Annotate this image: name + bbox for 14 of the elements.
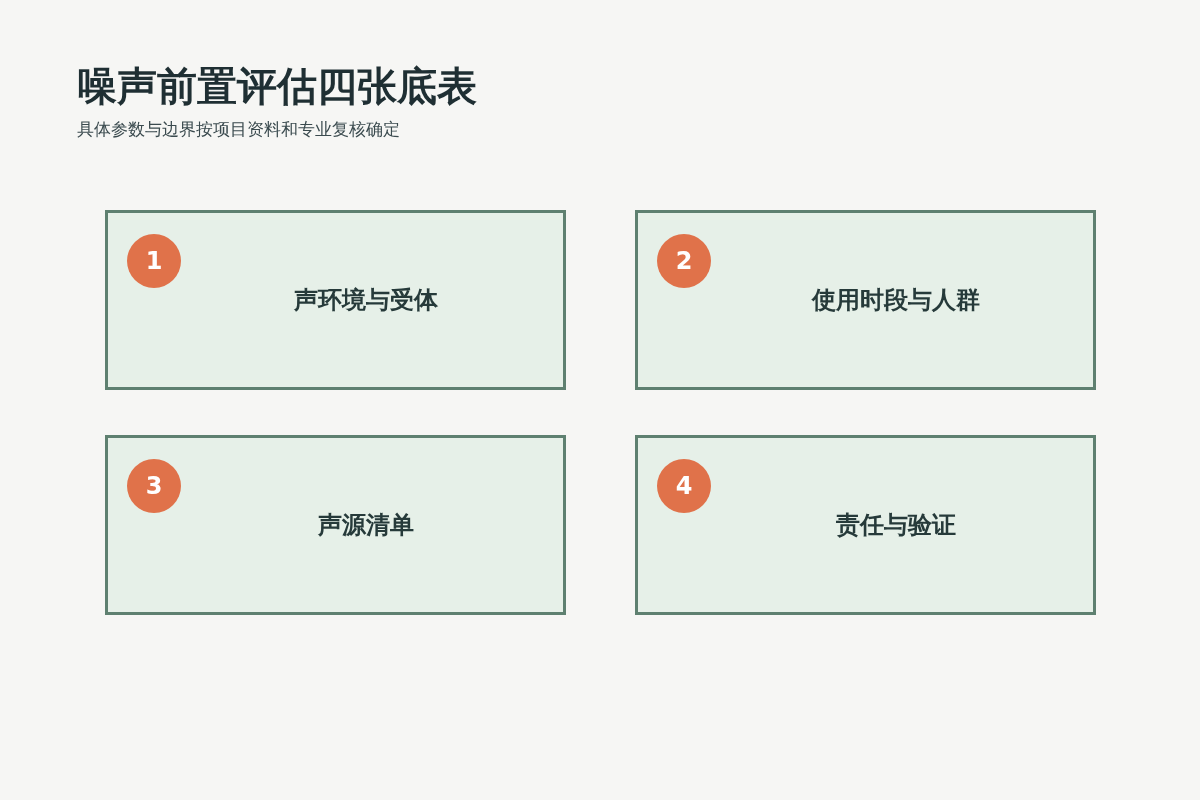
card-box	[105, 210, 566, 390]
number-circle: 3	[127, 459, 181, 513]
card-title: 责任与验证	[835, 510, 956, 541]
card-box	[635, 435, 1096, 615]
card-title: 使用时段与人群	[811, 285, 980, 316]
number-circle: 4	[657, 459, 711, 513]
diagram-title: 噪声前置评估四张底表	[77, 62, 477, 111]
number-circle: 1	[127, 234, 181, 288]
diagram-subtitle: 具体参数与边界按项目资料和专业复核确定	[77, 118, 400, 140]
card-title: 声环境与受体	[293, 285, 438, 316]
card-box	[635, 210, 1096, 390]
number-circle: 2	[657, 234, 711, 288]
card-title: 声源清单	[317, 510, 414, 541]
card-box	[105, 435, 566, 615]
